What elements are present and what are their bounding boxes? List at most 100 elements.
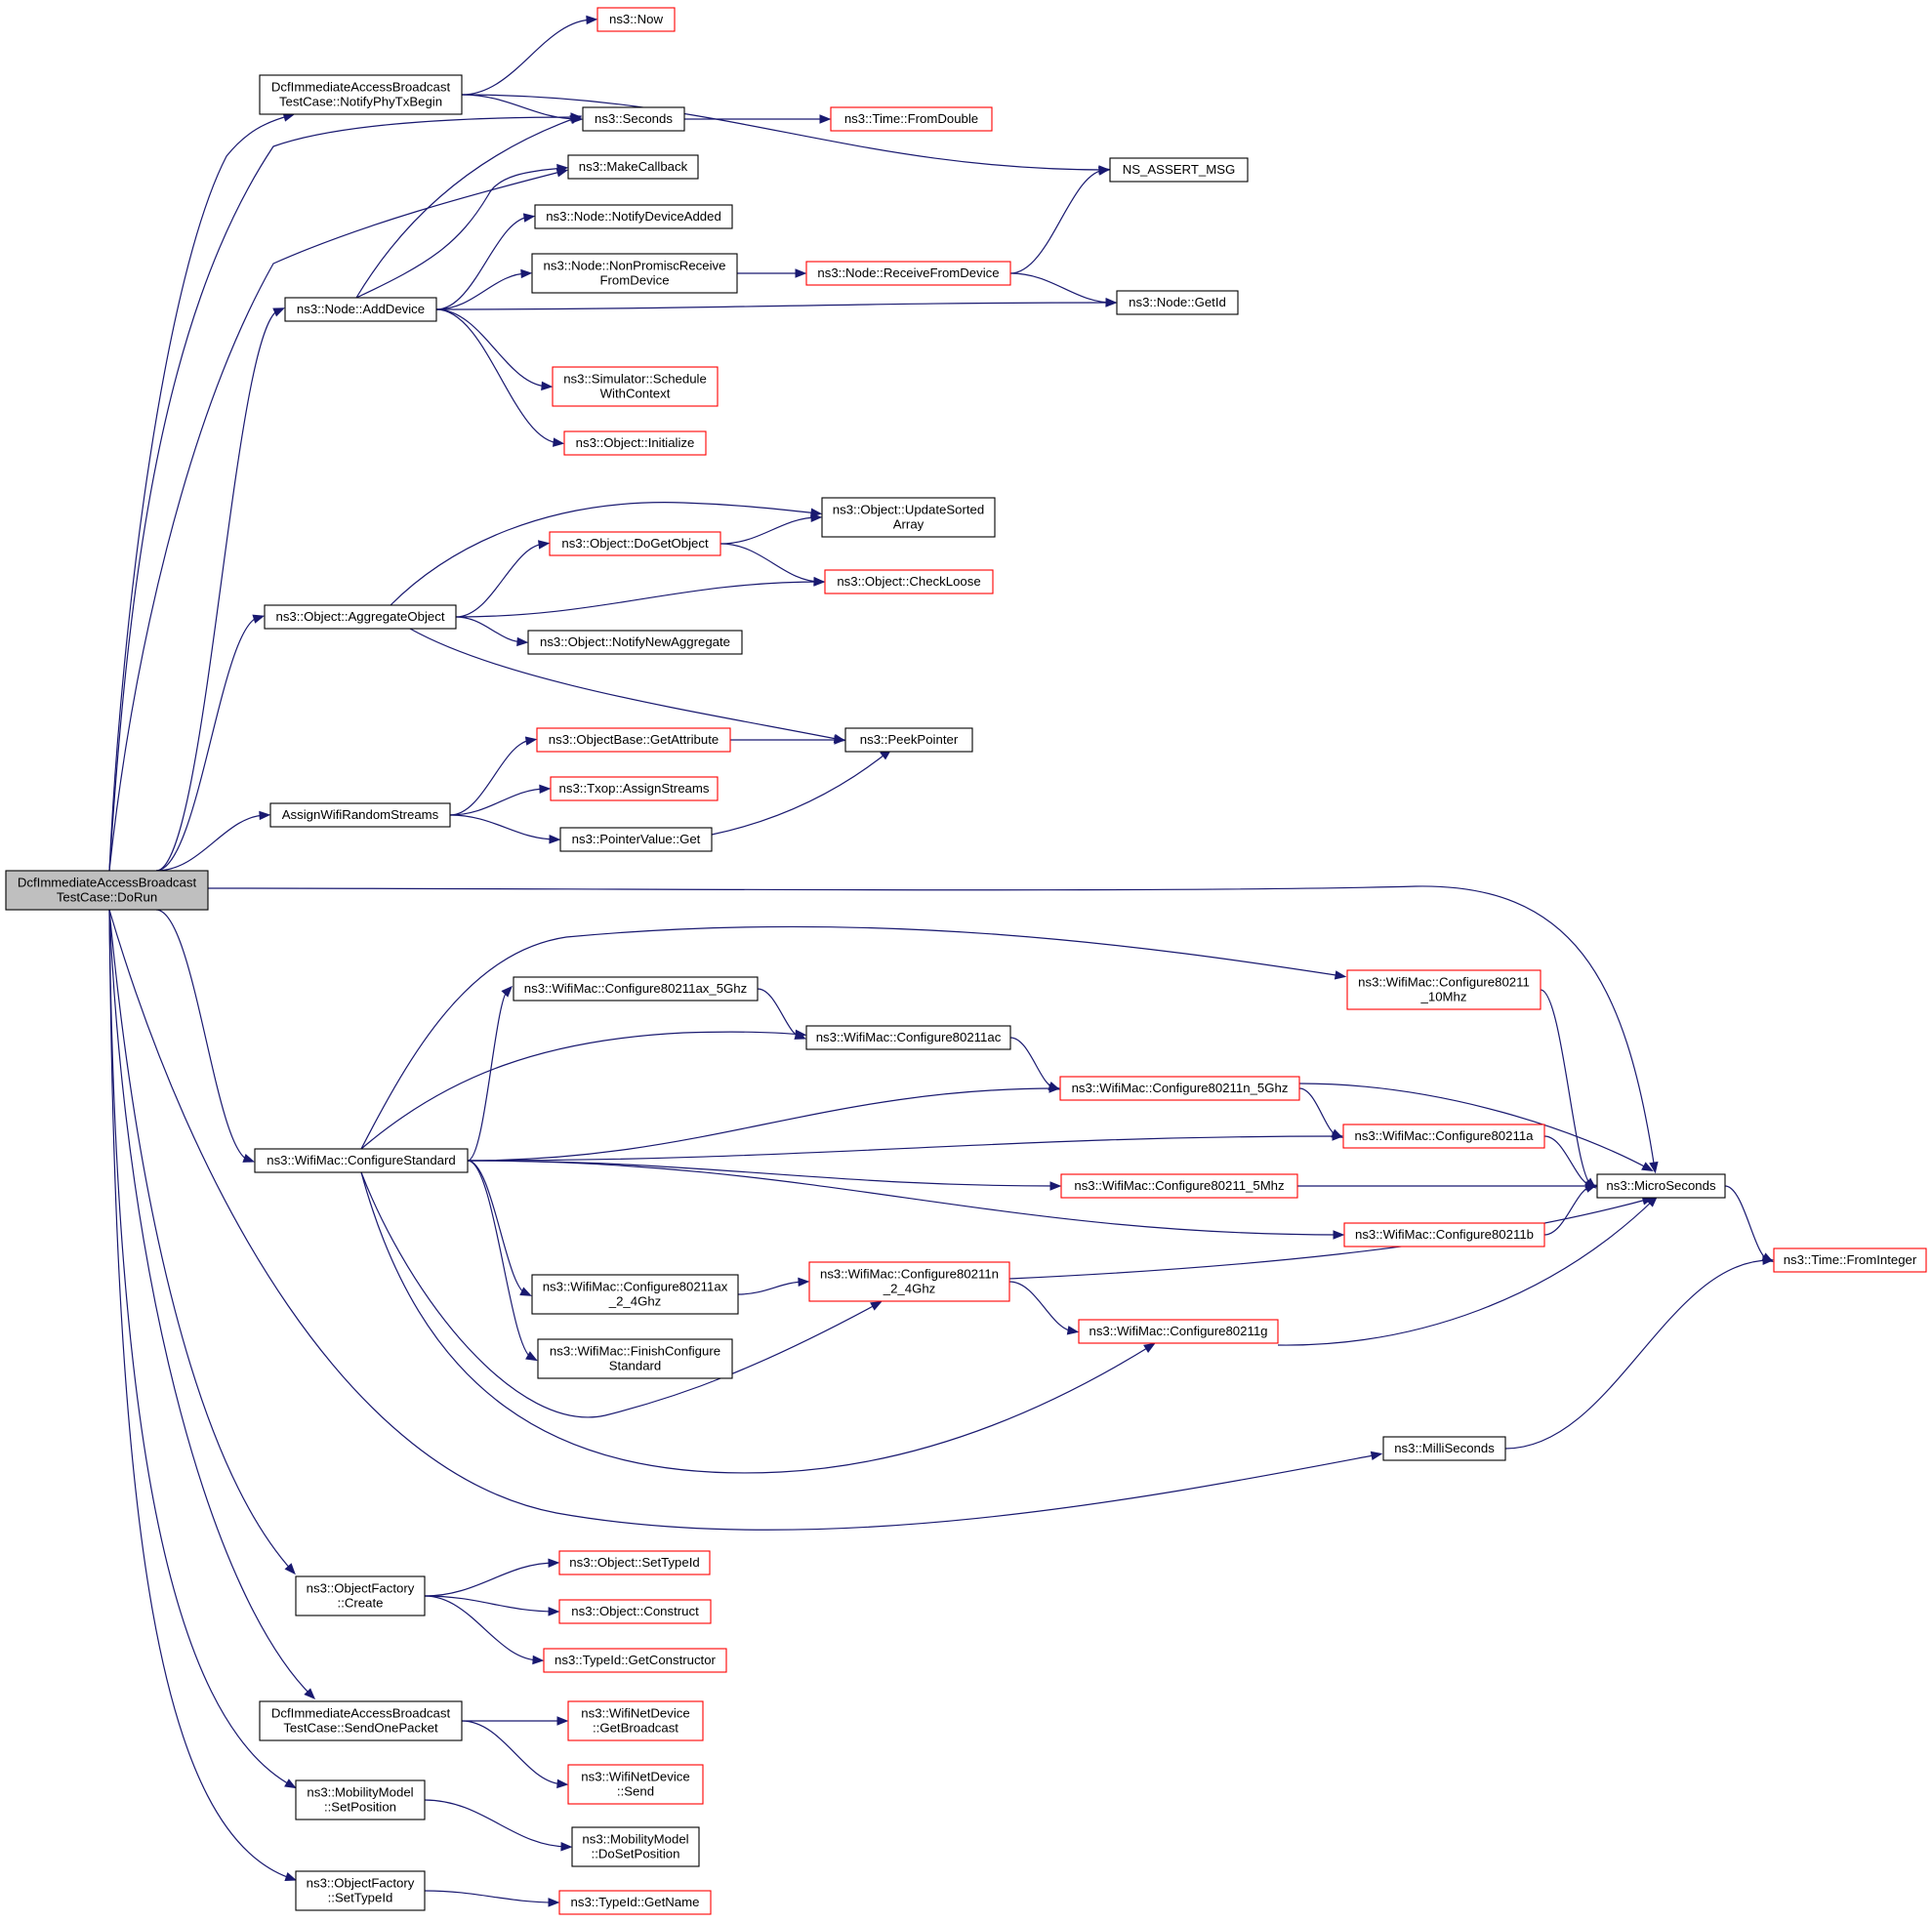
node-box[interactable] — [558, 1550, 711, 1575]
node-checkloose[interactable]: ns3::Object::CheckLoose — [824, 569, 994, 594]
node-dogetobject[interactable]: ns3::Object::DoGetObject — [549, 531, 721, 556]
node-settypeid_obj[interactable]: ns3::Object::SetTypeId — [558, 1550, 711, 1575]
node-notifydeviceadded[interactable]: ns3::Node::NotifyDeviceAdded — [534, 204, 733, 229]
node-getname[interactable]: ns3::TypeId::GetName — [558, 1890, 712, 1915]
node-box[interactable] — [567, 154, 699, 180]
node-box[interactable] — [1596, 1173, 1726, 1199]
node-box[interactable] — [1342, 1124, 1545, 1149]
node-box[interactable] — [563, 430, 707, 456]
node-assignwifi[interactable]: AssignWifiRandomStreams — [269, 802, 451, 828]
node-peekpointer[interactable]: ns3::PeekPointer — [844, 727, 973, 753]
node-box[interactable] — [567, 1764, 704, 1805]
node-notifynewaggregate[interactable]: ns3::Object::NotifyNewAggregate — [527, 630, 743, 655]
node-assertmsg[interactable]: NS_ASSERT_MSG — [1109, 157, 1249, 183]
node-milliseconds[interactable]: ns3::MilliSeconds — [1382, 1436, 1506, 1461]
node-now[interactable]: ns3::Now — [596, 7, 676, 32]
node-cfg_10mhz[interactable]: ns3::WifiMac::Configure80211_10Mhz — [1346, 969, 1541, 1010]
node-cfg_ac[interactable]: ns3::WifiMac::Configure80211ac — [805, 1025, 1011, 1050]
node-cfg_b[interactable]: ns3::WifiMac::Configure80211b — [1343, 1222, 1545, 1247]
node-box[interactable] — [284, 297, 437, 322]
node-box[interactable] — [543, 1648, 727, 1673]
node-receivefromdevice[interactable]: ns3::Node::ReceiveFromDevice — [805, 261, 1011, 286]
node-box[interactable] — [552, 366, 719, 407]
node-box[interactable] — [531, 1274, 739, 1315]
node-makecallback[interactable]: ns3::MakeCallback — [567, 154, 699, 180]
node-cfg_ax24[interactable]: ns3::WifiMac::Configure80211ax_2_4Ghz — [531, 1274, 739, 1315]
node-box[interactable] — [844, 727, 973, 753]
node-box[interactable] — [1078, 1319, 1279, 1344]
node-ofcreate[interactable]: ns3::ObjectFactory::Create — [295, 1575, 426, 1616]
node-box[interactable] — [254, 1148, 469, 1173]
node-box[interactable] — [536, 727, 731, 753]
node-configurestandard[interactable]: ns3::WifiMac::ConfigureStandard — [254, 1148, 469, 1173]
node-box[interactable] — [821, 497, 996, 538]
node-initialize[interactable]: ns3::Object::Initialize — [563, 430, 707, 456]
node-box[interactable] — [1116, 290, 1239, 315]
node-pointervalueget[interactable]: ns3::PointerValue::Get — [559, 827, 713, 852]
node-aggregateobject[interactable]: ns3::Object::AggregateObject — [264, 604, 457, 630]
node-box[interactable] — [571, 1826, 700, 1867]
node-box[interactable] — [596, 7, 676, 32]
node-sendonepacket[interactable]: DcfImmediateAccessBroadcastTestCase::Sen… — [259, 1700, 463, 1741]
node-seconds[interactable]: ns3::Seconds — [582, 106, 685, 132]
node-box[interactable] — [295, 1870, 426, 1911]
node-box[interactable] — [824, 569, 994, 594]
node-box[interactable] — [295, 1575, 426, 1616]
node-box[interactable] — [805, 1025, 1011, 1050]
node-box[interactable] — [830, 106, 993, 132]
node-notifyphy[interactable]: DcfImmediateAccessBroadcastTestCase::Not… — [259, 74, 463, 115]
node-root[interactable]: DcfImmediateAccessBroadcastTestCase::DoR… — [5, 870, 209, 911]
node-box[interactable] — [558, 1890, 712, 1915]
node-adddevice[interactable]: ns3::Node::AddDevice — [284, 297, 437, 322]
node-box[interactable] — [582, 106, 685, 132]
node-box[interactable] — [1060, 1173, 1298, 1199]
node-getattribute[interactable]: ns3::ObjectBase::GetAttribute — [536, 727, 731, 753]
node-getconstructor[interactable]: ns3::TypeId::GetConstructor — [543, 1648, 727, 1673]
node-box[interactable] — [1109, 157, 1249, 183]
node-box[interactable] — [269, 802, 451, 828]
node-box[interactable] — [1346, 969, 1541, 1010]
node-box[interactable] — [295, 1779, 426, 1820]
node-setposition[interactable]: ns3::MobilityModel::SetPosition — [295, 1779, 426, 1820]
node-getid[interactable]: ns3::Node::GetId — [1116, 290, 1239, 315]
node-box[interactable] — [534, 204, 733, 229]
node-box[interactable] — [558, 1599, 712, 1624]
node-cfg_n24[interactable]: ns3::WifiMac::Configure80211n_2_4Ghz — [808, 1261, 1010, 1302]
node-cfg_n5[interactable]: ns3::WifiMac::Configure80211n_5Ghz — [1059, 1076, 1300, 1101]
node-fromdouble[interactable]: ns3::Time::FromDouble — [830, 106, 993, 132]
node-box[interactable] — [5, 870, 209, 911]
node-cfg_a[interactable]: ns3::WifiMac::Configure80211a — [1342, 1124, 1545, 1149]
node-ofsettypeid[interactable]: ns3::ObjectFactory::SetTypeId — [295, 1870, 426, 1911]
node-microseconds[interactable]: ns3::MicroSeconds — [1596, 1173, 1726, 1199]
node-cfg_g[interactable]: ns3::WifiMac::Configure80211g — [1078, 1319, 1279, 1344]
node-box[interactable] — [513, 976, 759, 1002]
node-box[interactable] — [1382, 1436, 1506, 1461]
node-box[interactable] — [550, 776, 719, 801]
node-box[interactable] — [567, 1700, 704, 1741]
node-box[interactable] — [527, 630, 743, 655]
node-frominteger[interactable]: ns3::Time::FromInteger — [1773, 1247, 1927, 1273]
node-box[interactable] — [531, 253, 738, 294]
node-getbroadcast[interactable]: ns3::WifiNetDevice::GetBroadcast — [567, 1700, 704, 1741]
node-dosetposition[interactable]: ns3::MobilityModel::DoSetPosition — [571, 1826, 700, 1867]
node-box[interactable] — [1343, 1222, 1545, 1247]
node-box[interactable] — [264, 604, 457, 630]
node-box[interactable] — [1773, 1247, 1927, 1273]
node-box[interactable] — [808, 1261, 1010, 1302]
node-construct[interactable]: ns3::Object::Construct — [558, 1599, 712, 1624]
node-box[interactable] — [549, 531, 721, 556]
node-box[interactable] — [1059, 1076, 1300, 1101]
node-box[interactable] — [537, 1338, 733, 1379]
node-send[interactable]: ns3::WifiNetDevice::Send — [567, 1764, 704, 1805]
node-box[interactable] — [259, 74, 463, 115]
node-box[interactable] — [259, 1700, 463, 1741]
node-box[interactable] — [805, 261, 1011, 286]
node-txopassign[interactable]: ns3::Txop::AssignStreams — [550, 776, 719, 801]
node-cfg_5mhz[interactable]: ns3::WifiMac::Configure80211_5Mhz — [1060, 1173, 1298, 1199]
node-cfg_ax5[interactable]: ns3::WifiMac::Configure80211ax_5Ghz — [513, 976, 759, 1002]
node-box[interactable] — [559, 827, 713, 852]
